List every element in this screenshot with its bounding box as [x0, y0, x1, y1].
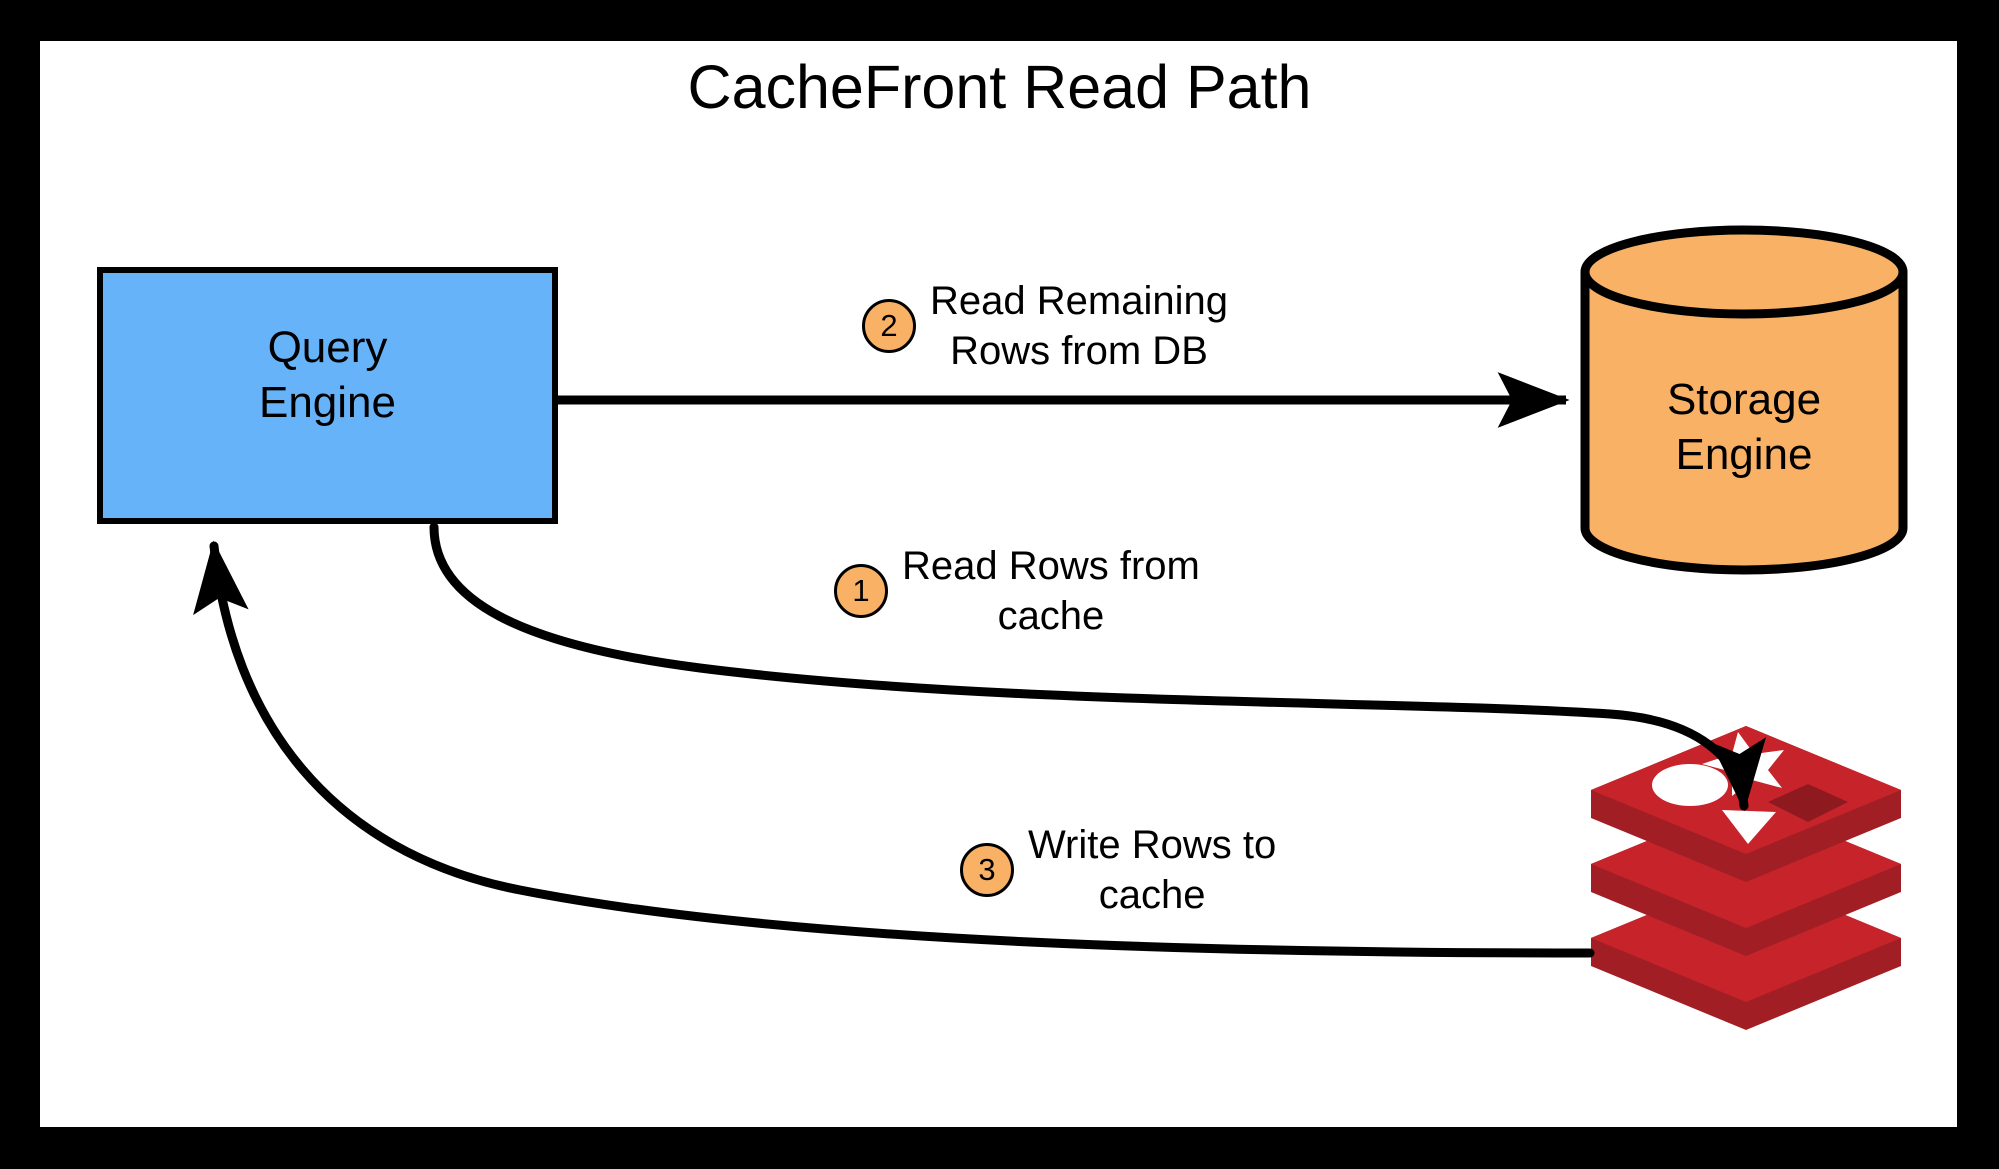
step-badge-1: 1 — [834, 564, 888, 618]
step-callout-2: 2 Read Remaining Rows from DB — [862, 276, 1228, 376]
arrow-write-rows-to-cache — [193, 540, 1595, 958]
storage-engine-cylinder — [1580, 225, 1908, 575]
arrow-read-rows-from-cache — [429, 522, 1766, 812]
node-query-engine[interactable] — [97, 267, 558, 524]
step-label-2: Read Remaining Rows from DB — [930, 279, 1228, 373]
step-callout-1: 1 Read Rows from cache — [834, 541, 1200, 641]
step-label-1: Read Rows from cache — [902, 544, 1200, 638]
step-badge-3: 3 — [960, 843, 1014, 897]
redis-logo-icon — [1591, 726, 1901, 1030]
step-callout-3: 3 Write Rows to cache — [960, 820, 1276, 920]
step-badge-2: 2 — [862, 299, 916, 353]
step-label-3: Write Rows to cache — [1028, 823, 1277, 917]
diagram-title: CacheFront Read Path — [687, 53, 1312, 121]
